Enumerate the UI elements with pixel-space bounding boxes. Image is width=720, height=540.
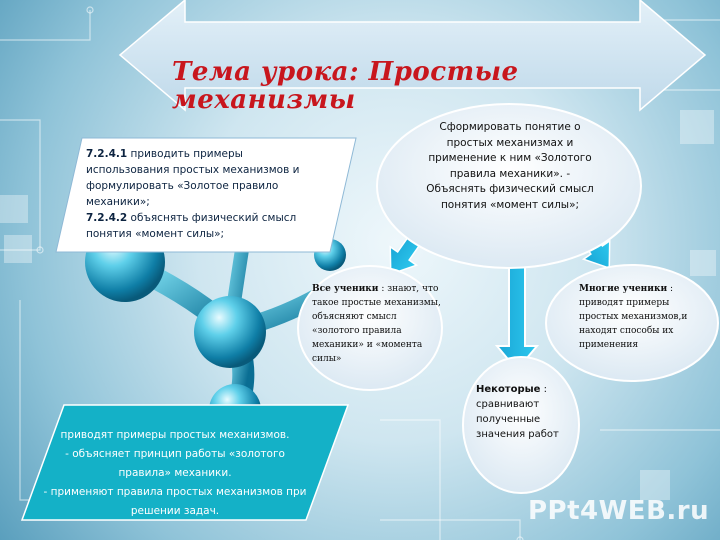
some-students-label: Некоторые <box>476 384 541 395</box>
objective-2-code: 7.2.4.2 <box>86 212 128 224</box>
objective-1-text: приводить примеры использования простых … <box>86 148 300 208</box>
many-students-ellipse <box>545 264 719 382</box>
all-students-text: Все ученики : знают, что такое простые м… <box>312 282 442 366</box>
many-students-text: Многие ученики : приводят примеры просты… <box>579 282 693 352</box>
slide-title: Тема урока: Простые механизмы <box>172 57 519 115</box>
some-students-desc: : сравнивают полученные значения работ <box>476 384 559 440</box>
many-students-desc: : приводят примеры простых механизмов,и … <box>579 284 688 350</box>
title-double-arrow <box>118 0 707 112</box>
criteria-line: - применяют правила простых механизмов п… <box>43 486 307 517</box>
success-criteria-panel <box>20 404 350 521</box>
objectives-text: 7.2.4.1 приводить примеры использования … <box>86 146 322 242</box>
all-students-desc: : знают, что такое простые механизмы, об… <box>312 284 441 364</box>
circuit-squares <box>0 110 716 500</box>
objective-1-code: 7.2.4.1 <box>86 148 128 160</box>
main-goal-ellipse <box>376 103 642 269</box>
main-goal-text: Сформировать понятие о простых механизма… <box>426 121 594 211</box>
objective-2-text: объяснять физический смысл понятия «моме… <box>86 212 297 240</box>
criteria-line: приводят примеры простых механизмов. <box>60 429 290 441</box>
all-students-label: Все ученики <box>312 284 379 294</box>
some-students-text: Некоторые : сравнивают полученные значен… <box>476 382 572 442</box>
many-students-label: Многие ученики <box>579 284 668 294</box>
some-students-ellipse <box>462 356 580 494</box>
objectives-panel <box>55 137 357 253</box>
all-students-ellipse <box>297 265 443 391</box>
watermark-logo: PPt4WEB.ru <box>528 496 710 526</box>
criteria-line: - объясняет принцип работы «золотого пра… <box>65 448 285 479</box>
success-criteria-text: приводят примеры простых механизмов. - о… <box>42 426 308 521</box>
